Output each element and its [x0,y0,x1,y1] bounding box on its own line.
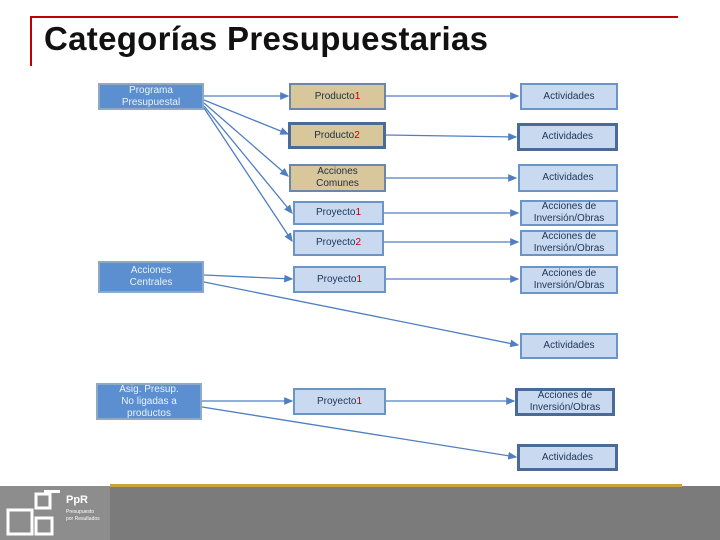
node-actividades-4: Actividades [520,333,618,359]
node-programa-presupuestal: Programa Presupuestal [98,83,204,110]
connector-programa-acciones-comunes [203,102,289,177]
node-acciones-centrales: Acciones Centrales [98,261,204,293]
node-proyecto-1-b: Proyecto 1 [293,266,386,293]
node-producto-2-text: Producto [314,129,355,141]
connector-centrales-proyecto1 [203,274,294,283]
node-acciones-comunes: Acciones Comunes [289,164,386,192]
node-inversion-4: Acciones de Inversión/Obras [515,388,615,416]
node-acciones-comunes-text: Acciones Comunes [316,166,359,189]
node-proyecto-1-b-number: 1 [356,273,363,285]
node-producto-1-number: 1 [354,90,361,102]
slide-title: Categorías Presupuestarias [44,20,489,57]
node-proyecto-1-c-text: Proyecto [316,395,357,407]
connector-asig-actividades [201,406,518,460]
node-proyecto-1-b-text: Proyecto [316,273,357,285]
connector-programa-proyecto1 [203,105,293,215]
node-inversion-3: Acciones de Inversión/Obras [520,266,618,294]
node-inversion-1: Acciones de Inversión/Obras [520,200,618,226]
node-proyecto-1-c: Proyecto 1 [293,388,386,415]
logo-name: PpR [66,494,88,506]
node-actividades-2: Actividades [517,123,618,151]
ppr-logo-icon [6,490,60,536]
node-producto-2-number: 2 [354,129,360,141]
node-producto-1-text: Producto [314,90,355,102]
title-frame-top [30,16,678,18]
node-proyecto-1-a-number: 1 [355,207,362,218]
connector-centrales-actividades [203,281,520,348]
footer-logo: PpR Presupuesto por Resultados [0,486,110,540]
logo-subtitle: Presupuesto por Resultados [66,509,100,522]
connector-producto2-actividades [385,132,518,141]
node-proyecto-2-number: 2 [355,237,362,248]
node-proyecto-1-a: Proyecto 1 [293,201,384,225]
node-actividades-1: Actividades [520,83,618,110]
node-actividades-3: Actividades [518,164,618,192]
footer-band [0,486,720,540]
node-proyecto-2-text: Proyecto [315,237,356,248]
node-asig-presup: Asig. Presup. No ligadas a productos [96,383,202,420]
title-frame-left [30,16,32,66]
footer-gold-line [110,484,682,487]
connector-programa-proyecto2 [203,107,293,243]
node-proyecto-1-a-text: Proyecto [315,207,356,218]
node-actividades-5: Actividades [517,444,618,471]
node-inversion-2: Acciones de Inversión/Obras [520,230,618,256]
node-proyecto-1-c-number: 1 [356,395,363,407]
connector-programa-producto2 [203,99,290,135]
